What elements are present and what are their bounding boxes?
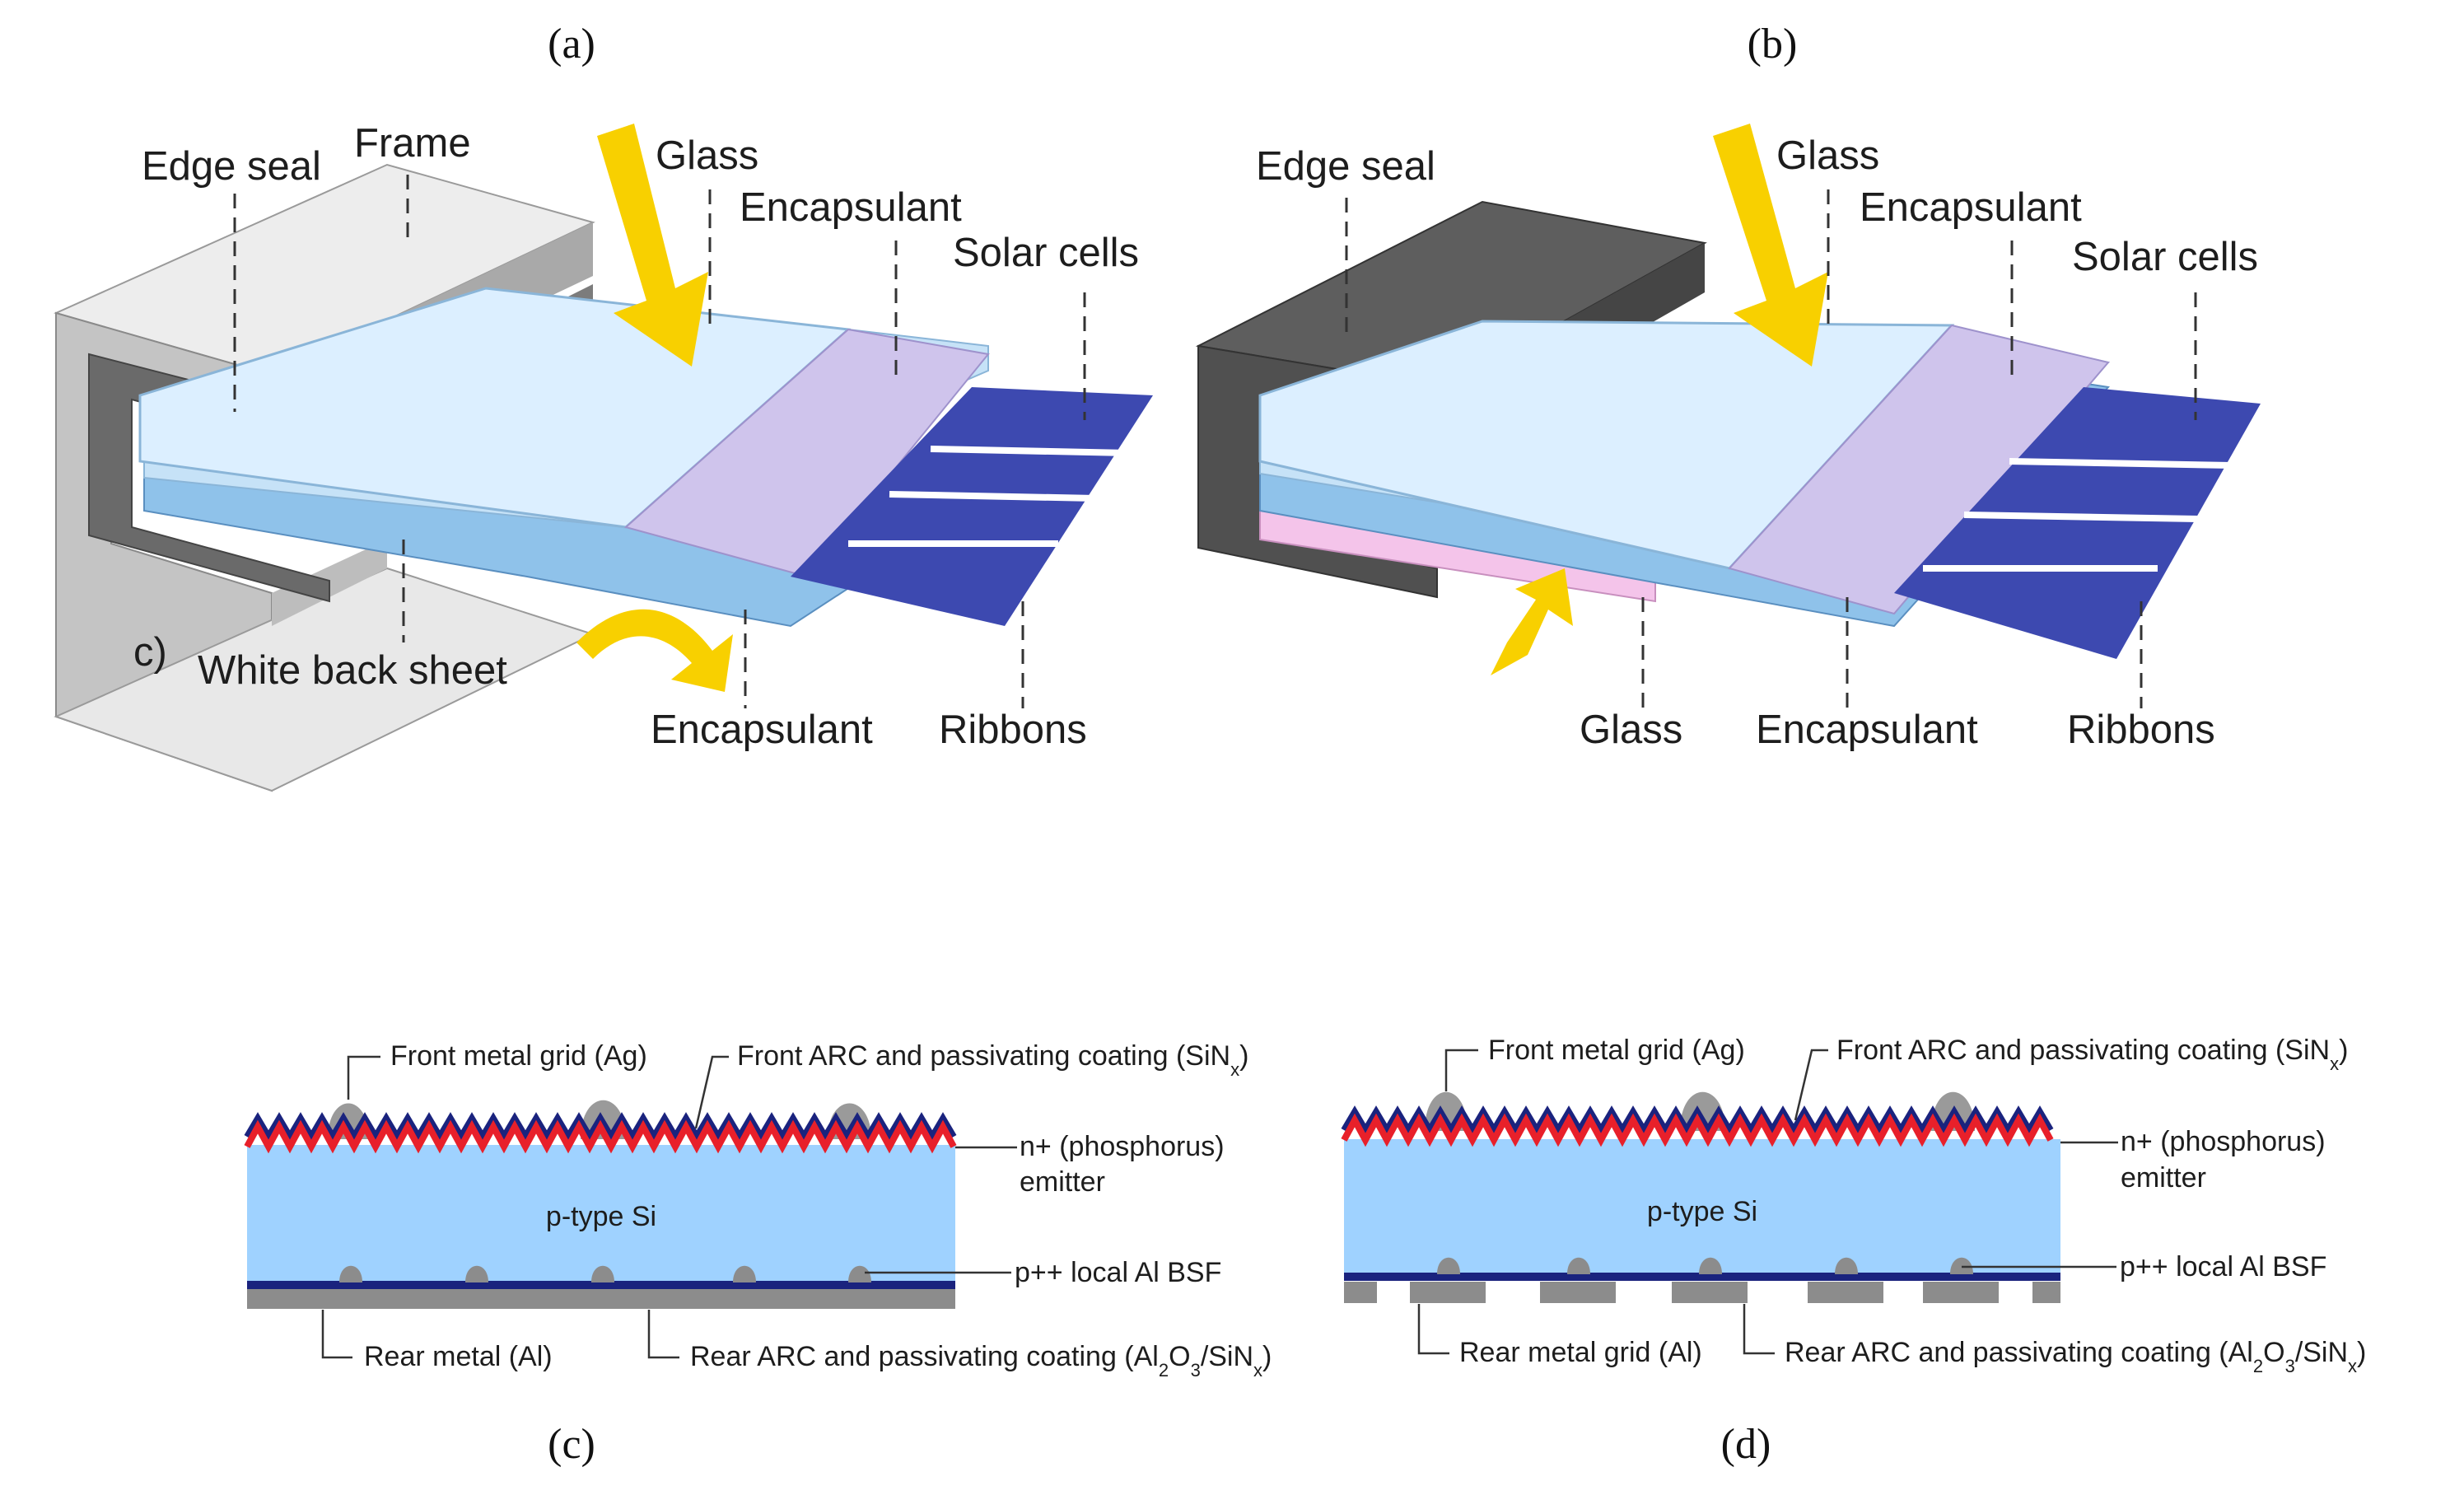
local-bsf-bumps-c — [339, 1265, 871, 1282]
label-front-arc-c: Front ARC and passivating coating (SiNx) — [737, 1040, 1248, 1080]
label-frame-a: Frame — [354, 121, 471, 166]
label-edge-seal-a: Edge seal — [142, 144, 321, 189]
rear-arc-line-d — [1344, 1273, 2060, 1281]
label-solar-cells-a: Solar cells — [953, 231, 1139, 275]
label-solar-cells-b: Solar cells — [2072, 235, 2258, 279]
label-emitter-line1-d: n+ (phosphorus) — [2121, 1126, 2326, 1157]
front-grid-leader-c — [347, 1055, 380, 1100]
label-edge-seal-b: Edge seal — [1256, 144, 1435, 189]
label-front-grid-d: Front metal grid (Ag) — [1488, 1035, 1745, 1066]
label-ribbons-b: Ribbons — [2067, 708, 2215, 752]
incident-light-arrow-b — [1713, 124, 1828, 367]
caption-a: (a) — [548, 21, 595, 68]
panel-a: (a) — [54, 21, 1153, 792]
ribbon — [1963, 512, 2200, 522]
label-rear-metal-c: Rear metal (Al) — [364, 1341, 553, 1372]
label-rear-arc-d: Rear ARC and passivating coating (Al2O3/… — [1785, 1337, 2366, 1376]
label-front-grid-c: Front metal grid (Ag) — [390, 1040, 647, 1072]
label-rear-arc-c: Rear ARC and passivating coating (Al2O3/… — [690, 1341, 1272, 1381]
label-bsf-c: p++ local Al BSF — [1015, 1257, 1221, 1288]
label-ribbons-a: Ribbons — [939, 708, 1087, 752]
incident-light-arrow-a — [597, 124, 708, 367]
front-arc-zigzag-c — [244, 1112, 957, 1143]
front-grid-leader-d — [1444, 1049, 1478, 1091]
caption-d: (d) — [1721, 1421, 1771, 1468]
label-bsf-d: p++ local Al BSF — [2120, 1251, 2326, 1282]
label-encapsulant-top-b: Encapsulant — [1860, 185, 2082, 230]
solar-cells-a — [791, 387, 1153, 626]
label-emitter-line1-c: n+ (phosphorus) — [1020, 1131, 1225, 1162]
label-rear-metal-d: Rear metal grid (Al) — [1459, 1337, 1702, 1368]
front-arc-leader-c — [694, 1055, 729, 1129]
rear-metal-grid-d — [1344, 1282, 2060, 1303]
emitter-zigzag-d — [1341, 1113, 2054, 1147]
label-bulk-d: p-type Si — [1647, 1196, 1757, 1227]
rear-arc-leader-d — [1743, 1304, 1775, 1355]
label-bulk-c: p-type Si — [546, 1201, 656, 1232]
solar-cells-b — [1894, 387, 2261, 659]
label-white-back-sheet-a: White back sheet — [198, 648, 507, 693]
panel-c: Front metal grid (Ag) Front ARC and pass… — [244, 1040, 1272, 1468]
rear-arc-line-c — [247, 1281, 955, 1289]
ribbon — [2009, 458, 2233, 469]
front-arc-leader-d — [1794, 1049, 1828, 1121]
ribbon — [889, 491, 1096, 502]
layer-stack-a — [138, 287, 990, 628]
reflection-arrow-a — [576, 609, 733, 692]
label-emitter-line2-d: emitter — [2121, 1162, 2206, 1194]
panel-b: (b) — [1195, 21, 2261, 752]
label-encapsulant-bottom-b: Encapsulant — [1756, 708, 1978, 752]
ribbon — [930, 446, 1129, 456]
label-glass-bottom-b: Glass — [1580, 708, 1682, 752]
label-encapsulant-bottom-a: Encapsulant — [651, 708, 873, 752]
label-emitter-line2-c: emitter — [1020, 1166, 1105, 1198]
emitter-zigzag-c — [244, 1119, 957, 1154]
caption-b: (b) — [1748, 21, 1798, 68]
bulk-silicon-c — [247, 1145, 955, 1285]
caption-c: (c) — [548, 1421, 595, 1468]
panel-d: Front metal grid (Ag) Front ARC and pass… — [1341, 1035, 2366, 1468]
label-front-arc-d: Front ARC and passivating coating (SiNx) — [1836, 1035, 2348, 1074]
rear-metal-leader-c — [321, 1310, 352, 1359]
rear-arc-leader-c — [647, 1310, 679, 1359]
bulk-silicon-d — [1344, 1139, 2060, 1275]
rear-metal-leader-d — [1417, 1304, 1449, 1355]
rear-light-arrow-b — [1491, 568, 1573, 675]
label-glass-a: Glass — [656, 133, 758, 178]
rear-metal-c — [247, 1289, 955, 1309]
label-glass-top-b: Glass — [1776, 133, 1879, 178]
label-encapsulant-top-a: Encapsulant — [740, 185, 962, 230]
front-arc-zigzag-d — [1341, 1105, 2054, 1137]
label-stray-marker-a: c) — [133, 630, 167, 675]
layer-stack-b — [1258, 320, 2110, 628]
